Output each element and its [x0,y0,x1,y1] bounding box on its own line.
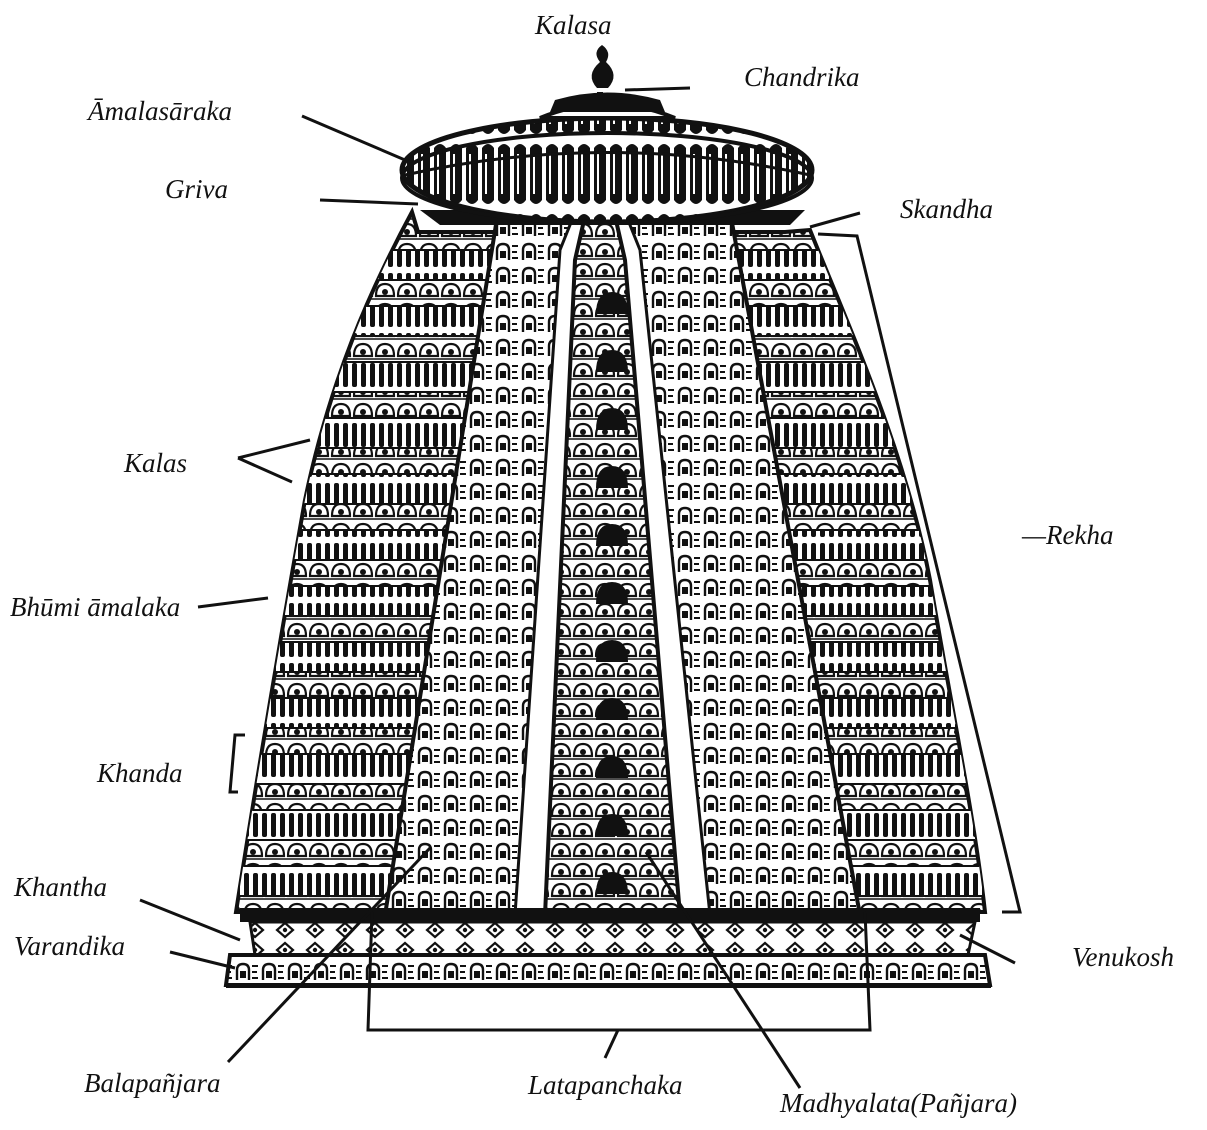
leader-kalas-2 [238,458,292,482]
label-kalas: Kalas [124,450,187,477]
label-bhumi-amalaka: Bhūmi āmalaka [10,594,180,621]
label-amalasaraka: Āmalasāraka [88,98,232,125]
leader-khantha [140,900,240,940]
label-venukosh: Venukosh [1072,944,1174,971]
label-khanda: Khanda [97,760,183,787]
leader-chandrika [625,88,690,90]
label-madhyalata: Madhyalata(Pañjara) [780,1090,1017,1117]
tower-body [200,150,1020,915]
label-varandika: Varandika [14,933,125,960]
khanda-bracket [230,735,245,792]
label-rekha: —Rekha [1022,522,1113,549]
label-chandrika: Chandrika [744,64,860,91]
leader-amalasaraka [302,116,405,160]
label-griva: Griva [165,176,228,203]
label-khantha: Khantha [14,874,107,901]
leader-latapanchaka [605,1030,618,1058]
leader-skandha [810,213,860,227]
label-balapanjara: Balapañjara [84,1070,221,1097]
leader-griva [320,200,418,204]
label-skandha: Skandha [900,196,993,223]
leader-kalas-1 [238,440,310,458]
label-latapanchaka: Latapanchaka [528,1072,683,1099]
leader-varandika [170,952,235,968]
leader-bhumi-amalaka [198,598,268,607]
base-moldings [226,908,991,988]
label-kalasa: Kalasa [535,12,612,39]
